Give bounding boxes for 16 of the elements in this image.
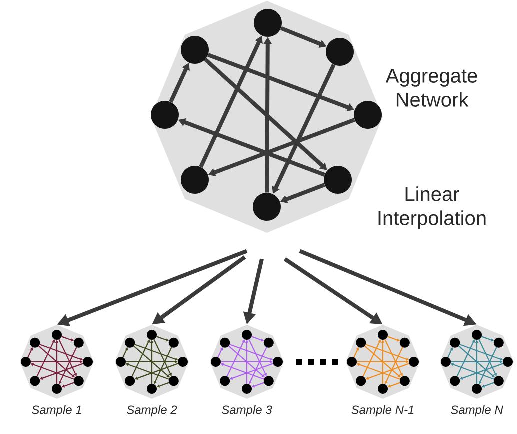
annotation-text: Linear Interpolation [378, 186, 486, 230]
network-node [181, 166, 209, 194]
network-node [326, 38, 354, 66]
sample-label: Sample 2 [127, 405, 178, 417]
sample-label: Sample N [451, 405, 504, 417]
arrow [204, 58, 328, 170]
sample-label: Sample 1 [32, 405, 82, 417]
sample-label: Sample 3 [222, 405, 272, 417]
network-node [324, 166, 352, 194]
sample-label: Sample N-1 [352, 405, 414, 417]
network-node [354, 101, 382, 129]
network-node [181, 36, 209, 64]
network-node [151, 101, 179, 129]
network-title: Aggregate Network [386, 69, 478, 107]
network-node [254, 9, 282, 37]
network-node [253, 193, 281, 221]
